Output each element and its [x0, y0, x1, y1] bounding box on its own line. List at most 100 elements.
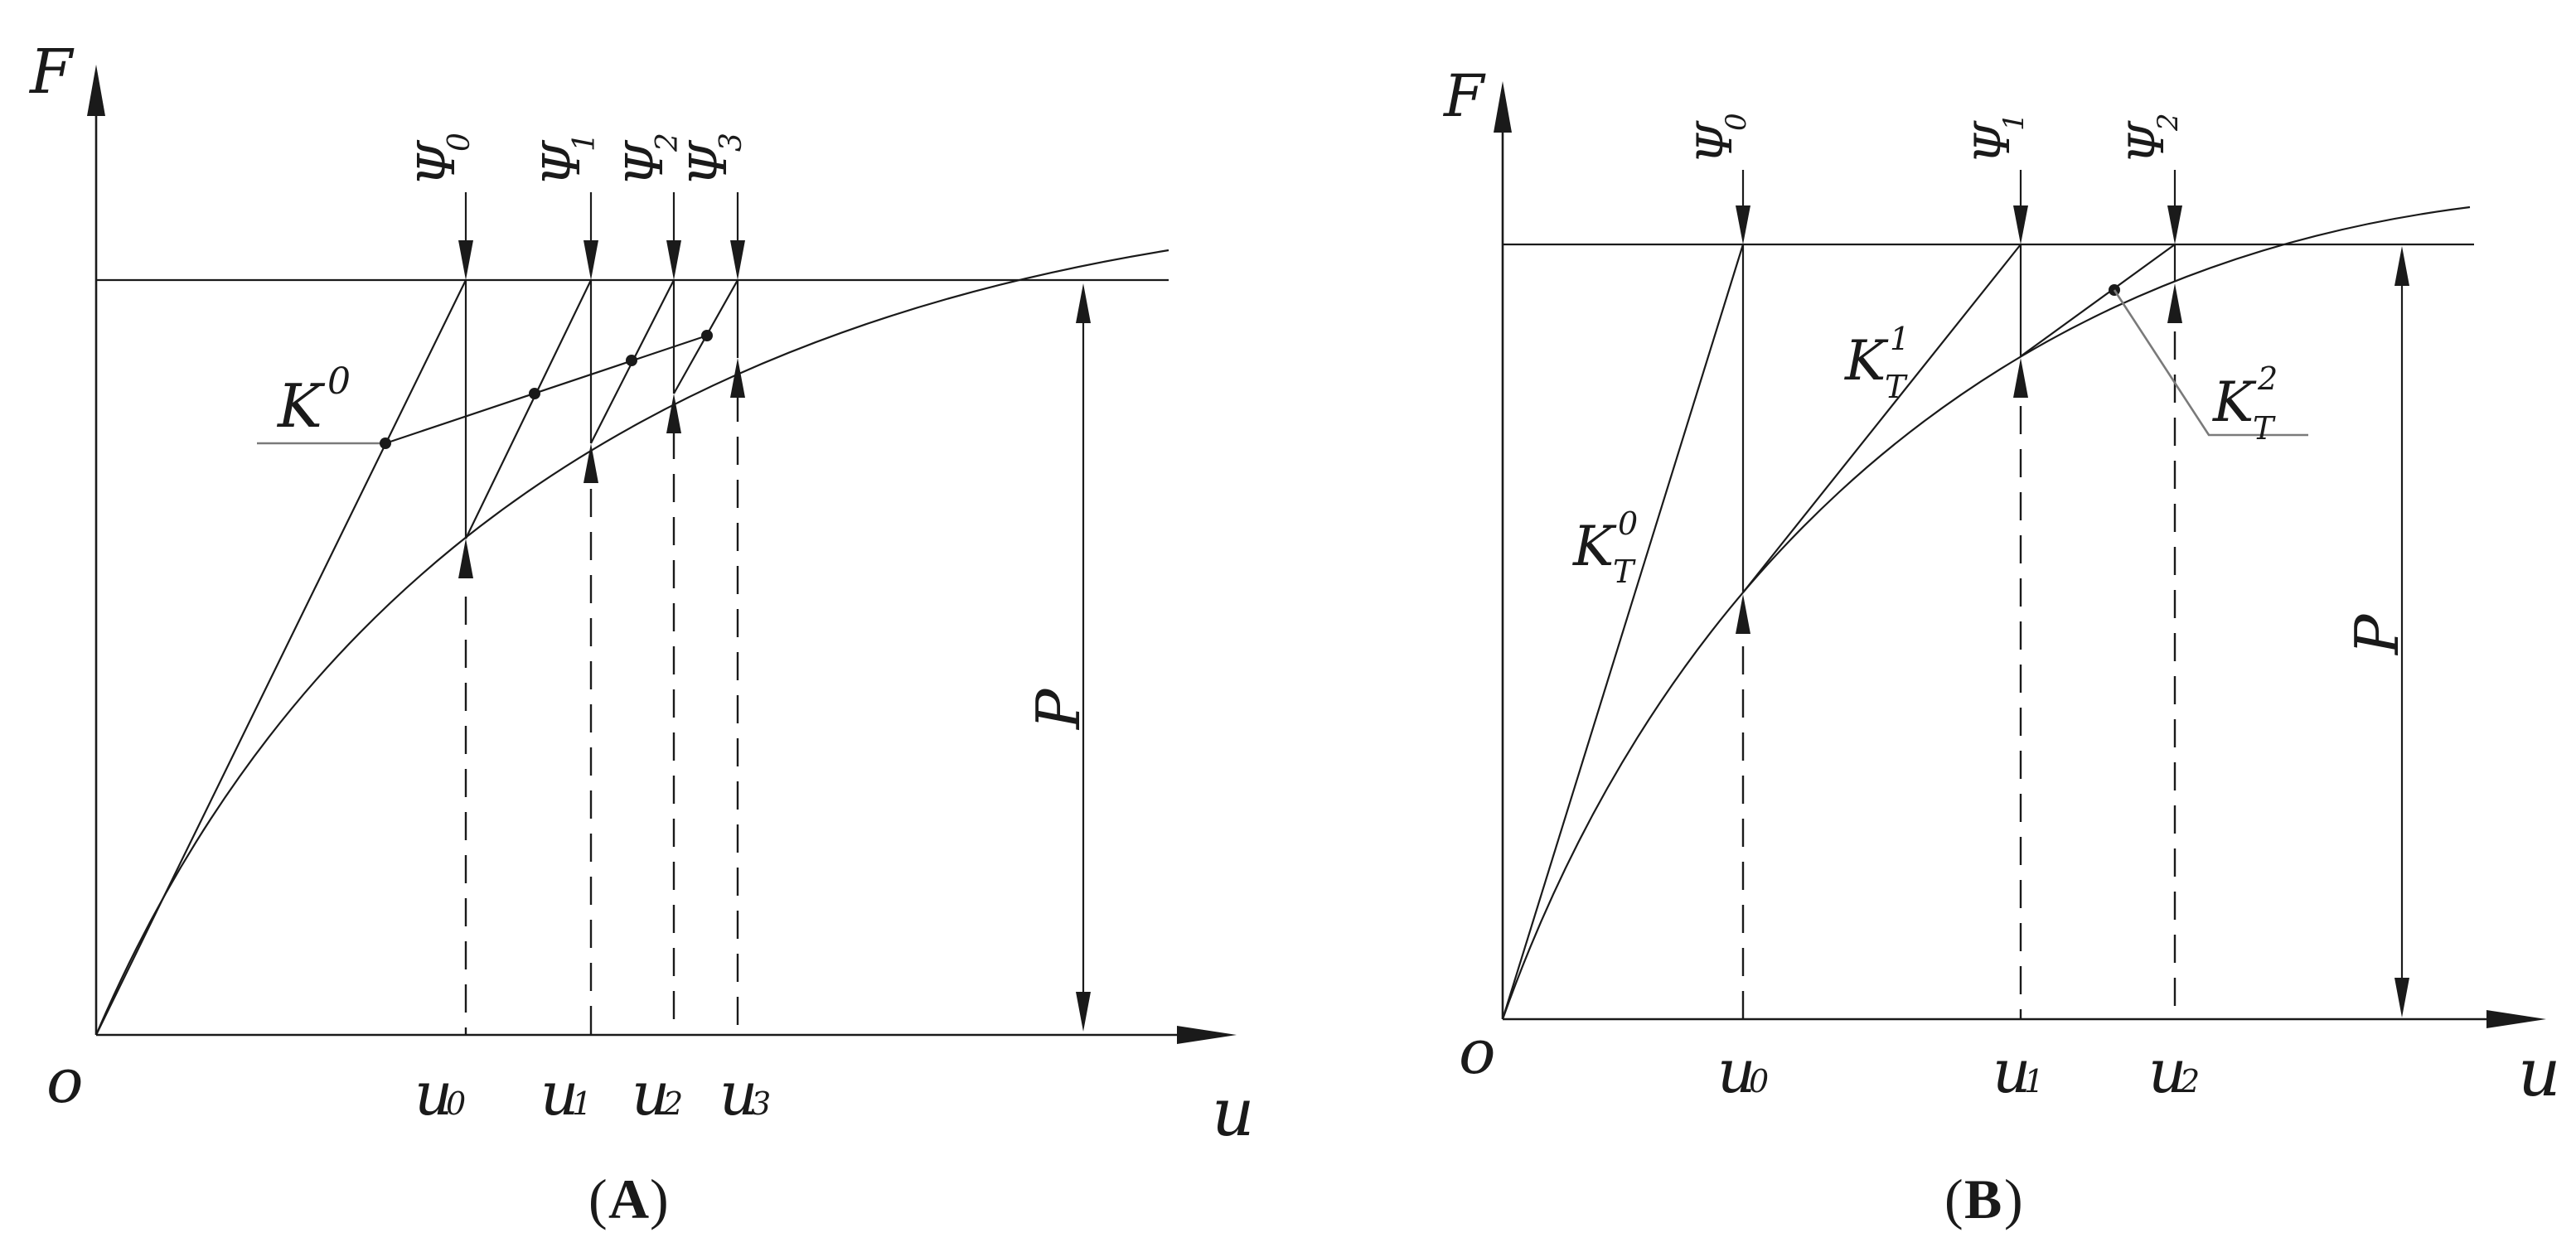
- panel-b-psi0-label: Ψ 0: [1687, 113, 1753, 164]
- panel-a-y-axis-label: F: [28, 36, 75, 108]
- svg-text:3: 3: [714, 133, 748, 152]
- svg-text:1: 1: [1997, 113, 2031, 131]
- svg-text:(: (: [588, 1167, 608, 1230]
- svg-text:T: T: [1885, 369, 1908, 405]
- svg-text:1: 1: [568, 133, 602, 152]
- svg-text:Ψ: Ψ: [1964, 120, 2021, 164]
- svg-text:Ψ: Ψ: [678, 139, 738, 186]
- panel-a-stiffness-label: K 0: [276, 360, 351, 441]
- panel-a-k-point-0: [380, 437, 391, 449]
- panel-b-y-axis-label: F: [1442, 62, 1486, 130]
- panel-b-u2-label: u 2: [2148, 1037, 2200, 1106]
- panel-b-origin-label: o: [1459, 1017, 1496, 1088]
- panel-a-u3-label: u 3: [719, 1059, 771, 1129]
- svg-text:u: u: [1993, 1037, 2031, 1106]
- svg-text:T: T: [1613, 553, 1636, 590]
- panel-b-x-axis-arrowhead: [2486, 1010, 2546, 1028]
- panel-a-psi2-label: Ψ 2: [614, 133, 685, 186]
- svg-text:): ): [650, 1167, 669, 1230]
- panel-b-psi2-label: Ψ 2: [2118, 113, 2185, 164]
- panel-a-caption: ( A ): [588, 1167, 669, 1230]
- svg-text:T: T: [2253, 410, 2276, 447]
- panel-a-curve-arrows: [458, 358, 745, 578]
- panel-a-x-axis-arrowhead: [1177, 1026, 1237, 1044]
- panel-a-y-axis-arrowhead: [87, 65, 105, 116]
- panel-a: F u o P K 0 Ψ 0 Ψ 1 Ψ 2 Ψ 3 u 0: [28, 36, 1255, 1230]
- panel-b-kt0-label: K T 0: [1572, 505, 1638, 590]
- panel-b-u0-label: u 0: [1717, 1037, 1769, 1106]
- panel-b: F u o P K T 0 K T 1 K T 2 Ψ 0 Ψ 1 Ψ: [1442, 62, 2561, 1230]
- svg-text:u: u: [1717, 1037, 1755, 1106]
- panel-a-k-point-1: [529, 388, 540, 399]
- panel-b-u1-label: u 1: [1993, 1037, 2044, 1106]
- panel-a-psi-arrows: [458, 192, 745, 280]
- svg-text:2: 2: [651, 133, 685, 152]
- svg-text:u: u: [632, 1059, 670, 1129]
- panel-a-psi1-label: Ψ 1: [531, 133, 602, 186]
- svg-text:Ψ: Ψ: [2118, 120, 2175, 164]
- panel-a-x-axis-label: u: [1212, 1074, 1255, 1151]
- panel-a-k-base: K: [276, 371, 326, 441]
- svg-text:B: B: [1964, 1167, 2002, 1230]
- svg-text:2: 2: [2152, 113, 2185, 132]
- svg-text:2: 2: [2257, 360, 2278, 397]
- panel-b-kt2-leader-line: [2113, 289, 2308, 437]
- panel-b-y-axis-arrowhead: [1494, 81, 1512, 133]
- svg-text:Ψ: Ψ: [406, 139, 467, 186]
- panel-a-u2-label: u 2: [632, 1059, 683, 1129]
- svg-text:u: u: [540, 1059, 579, 1129]
- svg-text:0: 0: [446, 1085, 466, 1122]
- panel-a-stiffness-line-1: [465, 279, 592, 539]
- panel-b-x-axis: [1503, 1010, 2546, 1028]
- panel-a-load-curve: [94, 249, 1169, 1036]
- svg-text:2: 2: [662, 1085, 683, 1122]
- panel-b-curve-arrows: [1736, 283, 2182, 634]
- panel-b-tangent-line-0: [1501, 244, 1745, 1020]
- svg-text:Ψ: Ψ: [614, 139, 675, 186]
- svg-text:K: K: [2212, 370, 2257, 434]
- svg-text:Ψ: Ψ: [531, 139, 592, 186]
- panel-b-p-dimension-arrow: [2394, 246, 2409, 1018]
- svg-text:u: u: [2148, 1037, 2186, 1106]
- panel-a-u1-label: u 1: [540, 1059, 592, 1129]
- panel-b-tangent-line-1: [1742, 244, 2022, 593]
- panel-a-k-point-2: [626, 355, 637, 366]
- svg-text:A: A: [608, 1167, 649, 1230]
- panel-b-psi1-label: Ψ 1: [1964, 113, 2031, 164]
- svg-text:1: 1: [1890, 321, 1910, 357]
- svg-text:Ψ: Ψ: [1687, 120, 1743, 164]
- svg-text:3: 3: [751, 1085, 771, 1122]
- svg-text:(: (: [1944, 1167, 1963, 1230]
- svg-text:u: u: [719, 1059, 758, 1129]
- panel-a-p-dimension-arrow: [1076, 283, 1091, 1032]
- panel-b-load-label: P: [2342, 613, 2412, 656]
- panel-a-k-point-3: [701, 330, 713, 341]
- panel-a-u0-label: u 0: [414, 1059, 466, 1129]
- svg-text:u: u: [414, 1059, 453, 1129]
- svg-text:2: 2: [2179, 1063, 2200, 1100]
- panel-a-k-sup: 0: [327, 360, 351, 403]
- panel-a-k-connector-line: [385, 334, 708, 445]
- panel-a-x-axis: [96, 1026, 1237, 1044]
- panel-b-kt2-label: K T 2: [2212, 360, 2278, 447]
- panel-a-stiffness-line-0: [95, 279, 467, 1036]
- panel-a-origin-label: o: [46, 1046, 84, 1117]
- svg-text:0: 0: [1618, 505, 1638, 542]
- panel-a-y-axis: [87, 65, 105, 1035]
- panel-b-kt1-label: K T 1: [1844, 321, 1910, 405]
- svg-text:0: 0: [1749, 1063, 1769, 1100]
- svg-text:K: K: [1844, 329, 1889, 393]
- panel-b-x-axis-label: u: [2518, 1034, 2561, 1111]
- panel-a-psi0-label: Ψ 0: [406, 133, 477, 186]
- panel-b-psi-arrows: [1736, 170, 2182, 244]
- panel-b-load-curve: [1501, 205, 2471, 1020]
- svg-text:0: 0: [443, 133, 477, 152]
- svg-text:K: K: [1572, 515, 1617, 578]
- panel-b-caption: ( B ): [1944, 1167, 2023, 1230]
- panel-a-load-label: P: [1024, 688, 1093, 731]
- svg-text:1: 1: [572, 1085, 592, 1122]
- panel-a-psi3-label: Ψ 3: [678, 133, 748, 186]
- svg-text:0: 0: [1720, 113, 1753, 131]
- svg-text:): ): [2004, 1167, 2023, 1230]
